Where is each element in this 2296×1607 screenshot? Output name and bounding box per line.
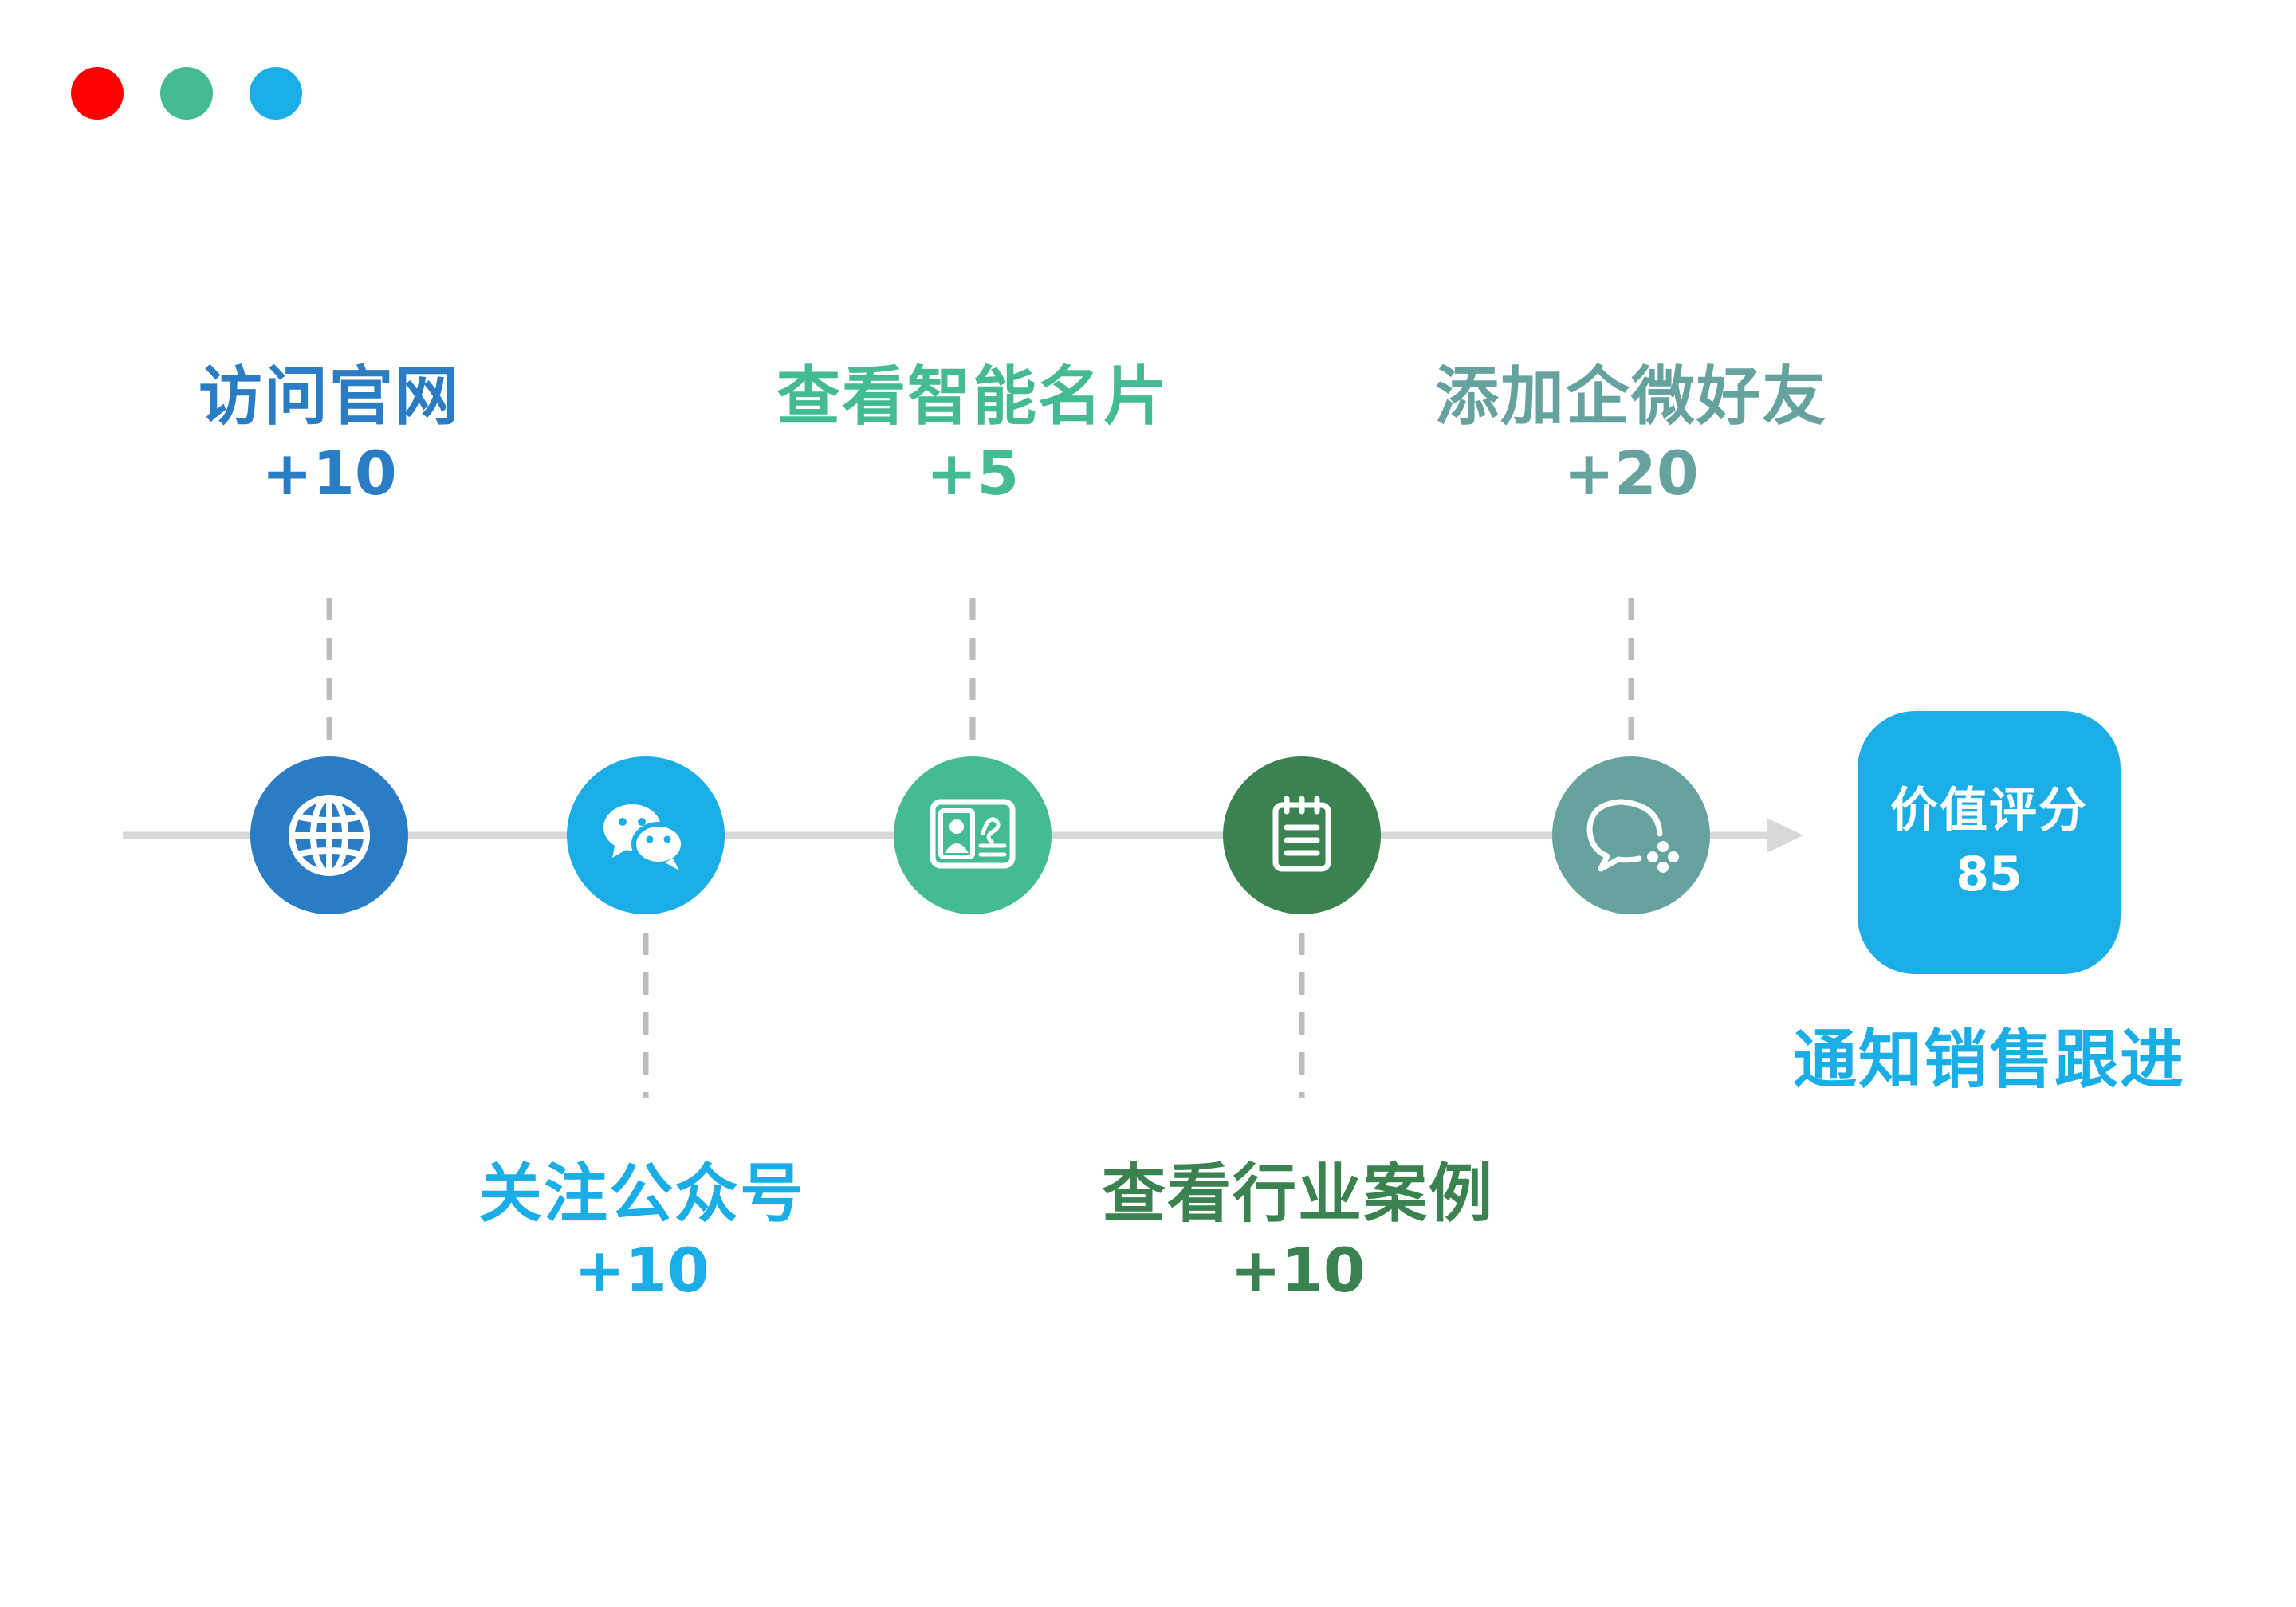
window-close-dot[interactable] [71, 67, 124, 120]
node-view-case[interactable] [1223, 756, 1381, 914]
step-label-visit-website: 访问官网 +10 [90, 365, 568, 504]
wechat-icon [603, 804, 686, 870]
wecom-icon [1586, 799, 1679, 873]
step-label-follow-account: 关注公众号 +10 [403, 1162, 881, 1301]
node-visit-website[interactable] [250, 756, 408, 914]
step-title: 查看智能名片 [776, 360, 1169, 434]
score-value: 85 [1956, 847, 2023, 902]
business-card-icon [930, 799, 1016, 869]
step-title: 访问官网 [199, 360, 460, 434]
score-title: 价值评分 [1890, 783, 2088, 839]
step-label-view-card: 查看智能名片 +5 [733, 365, 1212, 504]
step-points: +10 [261, 438, 397, 509]
node-view-card[interactable] [894, 756, 1052, 914]
notify-sales-label: 通知销售跟进 [1793, 1023, 2185, 1097]
timeline-arrow [1767, 818, 1803, 853]
step-points: +5 [926, 438, 1020, 509]
step-label-add-wecom: 添加企微好友 +20 [1392, 365, 1870, 504]
window-maximize-dot[interactable] [250, 67, 302, 120]
step-label-view-case: 查看行业案例 +10 [1059, 1162, 1537, 1301]
step-points: +10 [574, 1235, 710, 1306]
step-title: 添加企微好友 [1435, 360, 1827, 434]
step-points: +10 [1230, 1235, 1366, 1306]
window-minimize-dot[interactable] [160, 67, 213, 120]
step-title: 查看行业案例 [1102, 1157, 1494, 1231]
step-points: +20 [1563, 438, 1699, 509]
clipboard-icon [1272, 796, 1331, 872]
node-add-wecom[interactable] [1552, 756, 1710, 914]
step-title: 关注公众号 [478, 1157, 805, 1231]
node-follow-account[interactable] [567, 756, 725, 914]
globe-icon [289, 795, 370, 876]
value-score-box[interactable]: 价值评分 85 [1858, 711, 2121, 974]
